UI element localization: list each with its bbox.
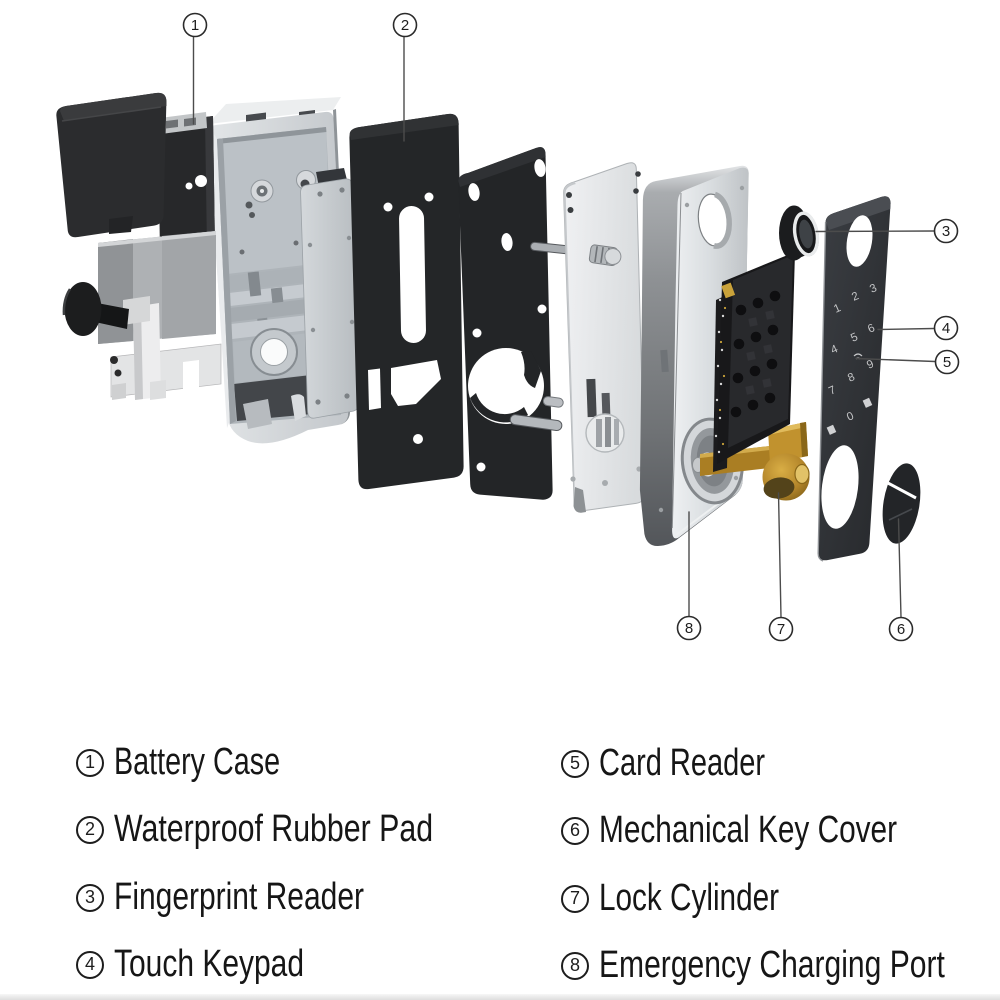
svg-text:5: 5 <box>849 331 860 345</box>
svg-text:7: 7 <box>777 621 785 638</box>
svg-text:9: 9 <box>865 358 876 372</box>
svg-text:2: 2 <box>850 290 861 304</box>
svg-text:4: 4 <box>942 320 950 337</box>
svg-text:3: 3 <box>942 223 950 240</box>
svg-text:7: 7 <box>827 384 838 398</box>
svg-text:5: 5 <box>943 354 951 371</box>
svg-text:0: 0 <box>845 410 856 424</box>
svg-text:8: 8 <box>685 620 693 637</box>
svg-text:4: 4 <box>829 343 840 357</box>
svg-text:3: 3 <box>868 282 879 296</box>
svg-text:8: 8 <box>846 371 857 385</box>
svg-text:2: 2 <box>401 17 409 34</box>
svg-text:6: 6 <box>897 621 905 638</box>
svg-text:1: 1 <box>832 302 843 316</box>
svg-text:1: 1 <box>191 17 199 34</box>
svg-text:6: 6 <box>866 322 877 336</box>
